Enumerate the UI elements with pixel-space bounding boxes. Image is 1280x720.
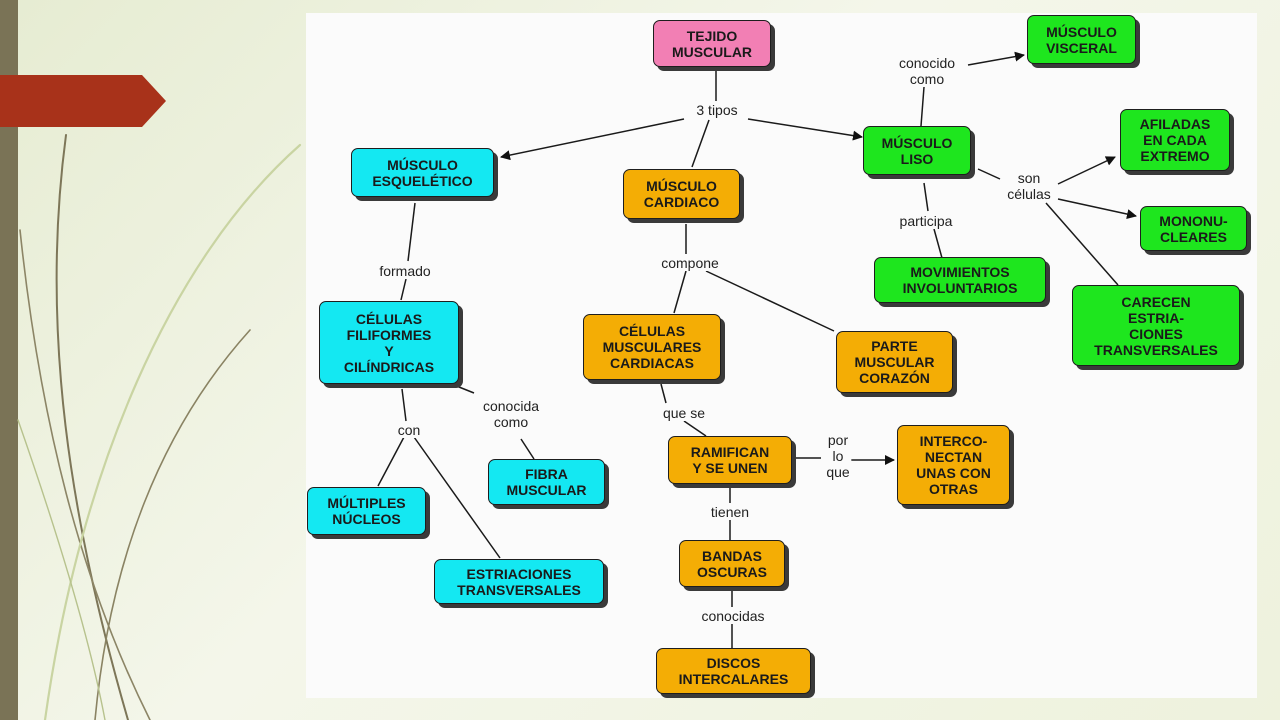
slide-left-bar [0,0,18,720]
connector-line [1057,198,1137,219]
node-carecen: CARECEN ESTRIA- CIONES TRANSVERSALES [1072,285,1240,366]
deco-curve [55,134,129,720]
node-celulas-filiformes: CÉLULAS FILIFORMES Y CILÍNDRICAS [319,301,459,384]
deco-curve [17,419,106,720]
link-son-celulas: son células [1005,170,1053,202]
connector-line [1057,156,1116,185]
link-conocidas: conocidas [699,608,767,624]
connector-line [1045,202,1119,286]
link-compone: compone [659,255,721,271]
connector-line [401,388,407,422]
node-interconectan: INTERCO- NECTAN UNAS CON OTRAS [897,425,1010,505]
connector-line [377,436,405,487]
connector-line [967,51,1025,66]
connector-line [660,383,667,404]
node-musculo-cardiaco: MÚSCULO CARDIACO [623,169,740,219]
connector-line [920,86,925,127]
node-tejido-muscular: TEJIDO MUSCULAR [653,20,771,67]
node-musculo-visceral: MÚSCULO VISCERAL [1027,15,1136,64]
node-multiples-nucleos: MÚLTIPLES NÚCLEOS [307,487,426,535]
deco-curve [94,329,251,720]
connector-line [923,182,929,212]
slide-accent-tab [0,75,166,127]
connector-line [683,420,707,437]
node-fibra-muscular: FIBRA MUSCULAR [488,459,605,505]
node-discos: DISCOS INTERCALARES [656,648,811,694]
node-musculo-liso: MÚSCULO LISO [863,126,971,175]
node-bandas-oscuras: BANDAS OSCURAS [679,540,785,587]
concept-map-panel: TEJIDO MUSCULAR MÚSCULO VISCERAL MÚSCULO… [306,13,1257,698]
node-mononucleares: MONONU- CLEARES [1140,206,1247,251]
link-formado: formado [377,263,433,279]
deco-curve [19,229,151,720]
connector-line [747,118,863,141]
concept-map-connectors [377,51,1137,648]
deco-curve [43,143,302,720]
connector-line [400,278,407,301]
link-que-se: que se [660,405,708,421]
connector-line [453,384,475,394]
link-participa: participa [897,213,955,229]
link-con: con [395,422,423,438]
node-parte-muscular: PARTE MUSCULAR CORAZÓN [836,331,953,393]
connector-line [673,270,687,314]
connector-line [500,118,685,161]
node-musculo-esqueletico: MÚSCULO ESQUELÉTICO [351,148,494,197]
connector-line [933,228,943,259]
connector-line [691,119,710,168]
connector-line [520,438,535,460]
connector-line [413,436,501,559]
node-estriaciones: ESTRIACIONES TRANSVERSALES [434,559,604,604]
node-celulas-cardiacas: CÉLULAS MUSCULARES CARDIACAS [583,314,721,380]
link-conocida-como: conocida como [480,398,542,430]
node-ramifican: RAMIFICAN Y SE UNEN [668,436,792,484]
link-tres-tipos: 3 tipos [694,102,740,118]
connector-line [705,270,835,332]
link-por-lo-que: por lo que [824,432,852,480]
link-conocido-como: conocido como [896,55,958,87]
connector-line [977,168,1001,180]
link-tienen: tienen [708,504,752,520]
node-afiladas: AFILADAS EN CADA EXTREMO [1120,109,1230,171]
node-movimientos: MOVIMIENTOS INVOLUNTARIOS [874,257,1046,303]
slide-decoration [0,75,302,720]
connector-line [407,202,416,262]
